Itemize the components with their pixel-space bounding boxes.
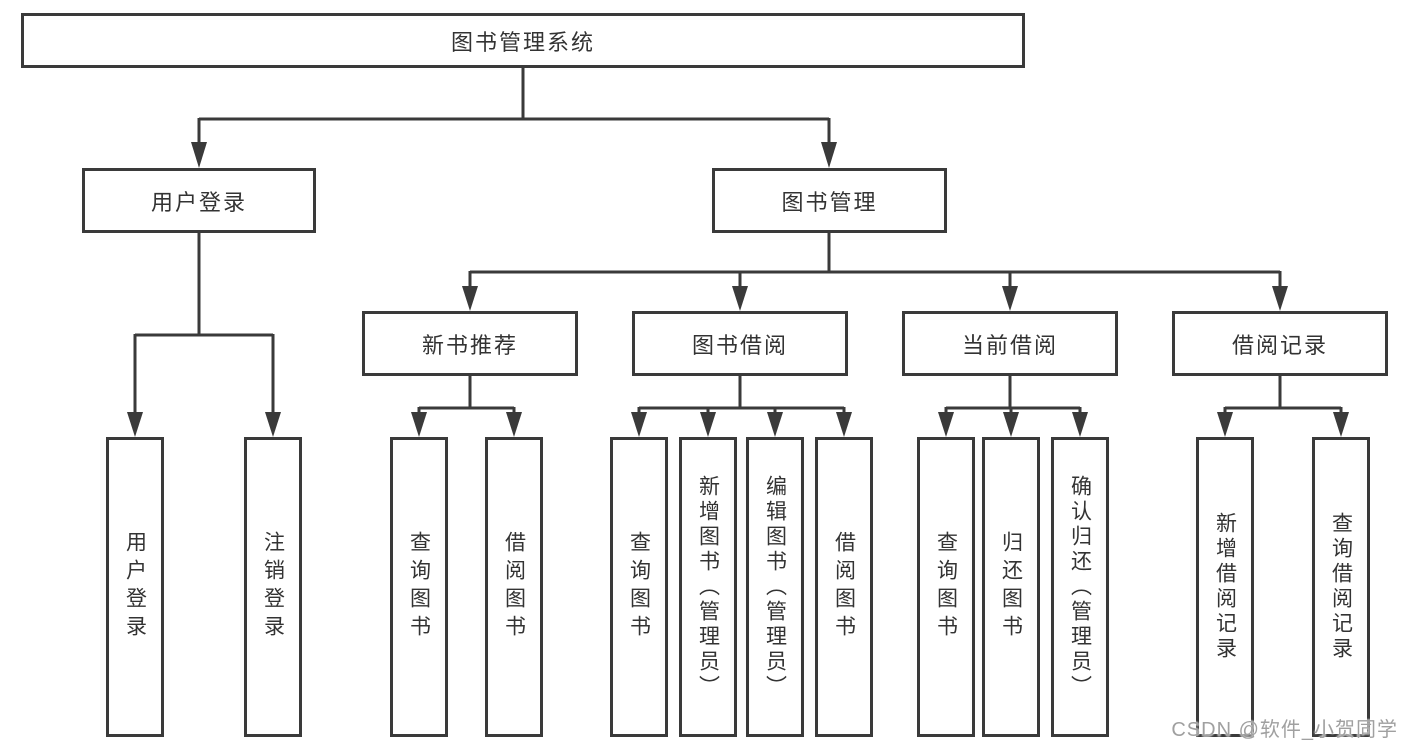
leaf-borrow-books-newbook: 借阅图书 (485, 437, 543, 737)
leaf-logout: 注销登录 (244, 437, 302, 737)
leaf-user-login-label: 用户登录 (123, 531, 147, 643)
leaf-query-books-borrow-label: 查询图书 (627, 531, 651, 643)
node-current-borrow: 当前借阅 (902, 311, 1118, 376)
leaf-query-borrow-record-label: 查询借阅记录 (1329, 512, 1353, 662)
leaf-query-books-newbook: 查询图书 (390, 437, 448, 737)
node-book-borrow: 图书借阅 (632, 311, 848, 376)
node-user-login: 用户登录 (82, 168, 316, 233)
csdn-watermark: CSDN @软件_小贺同学 (1171, 719, 1398, 741)
node-book-management: 图书管理 (712, 168, 947, 233)
leaf-query-books-newbook-label: 查询图书 (407, 531, 431, 643)
leaf-return-books: 归还图书 (982, 437, 1040, 737)
leaf-add-books-admin-label: 新增图书（管理员） (696, 474, 720, 700)
leaf-add-borrow-record: 新增借阅记录 (1196, 437, 1254, 737)
leaf-confirm-return-admin: 确认归还（管理员） (1051, 437, 1109, 737)
node-new-book-recommend: 新书推荐 (362, 311, 578, 376)
node-book-borrow-label: 图书借阅 (691, 332, 788, 358)
leaf-borrow-books-label: 借阅图书 (832, 531, 856, 643)
leaf-query-books-borrow: 查询图书 (610, 437, 668, 737)
node-current-borrow-label: 当前借阅 (961, 332, 1058, 358)
leaf-logout-label: 注销登录 (261, 531, 285, 643)
leaf-edit-books-admin: 编辑图书（管理员） (746, 437, 804, 737)
leaf-add-books-admin: 新增图书（管理员） (679, 437, 737, 737)
node-user-login-label: 用户登录 (150, 189, 247, 215)
node-borrow-records-label: 借阅记录 (1231, 332, 1328, 358)
node-root: 图书管理系统 (21, 13, 1025, 68)
node-book-management-label: 图书管理 (781, 189, 878, 215)
node-root-label: 图书管理系统 (450, 29, 595, 55)
leaf-borrow-books: 借阅图书 (815, 437, 873, 737)
leaf-add-borrow-record-label: 新增借阅记录 (1213, 512, 1237, 662)
leaf-query-books-current: 查询图书 (917, 437, 975, 737)
leaf-query-borrow-record: 查询借阅记录 (1312, 437, 1370, 737)
leaf-user-login: 用户登录 (106, 437, 164, 737)
leaf-borrow-books-newbook-label: 借阅图书 (502, 531, 526, 643)
leaf-edit-books-admin-label: 编辑图书（管理员） (763, 474, 787, 700)
leaf-confirm-return-admin-label: 确认归还（管理员） (1068, 474, 1092, 700)
node-new-book-recommend-label: 新书推荐 (421, 332, 518, 358)
node-borrow-records: 借阅记录 (1172, 311, 1388, 376)
leaf-query-books-current-label: 查询图书 (934, 531, 958, 643)
leaf-return-books-label: 归还图书 (999, 531, 1023, 643)
